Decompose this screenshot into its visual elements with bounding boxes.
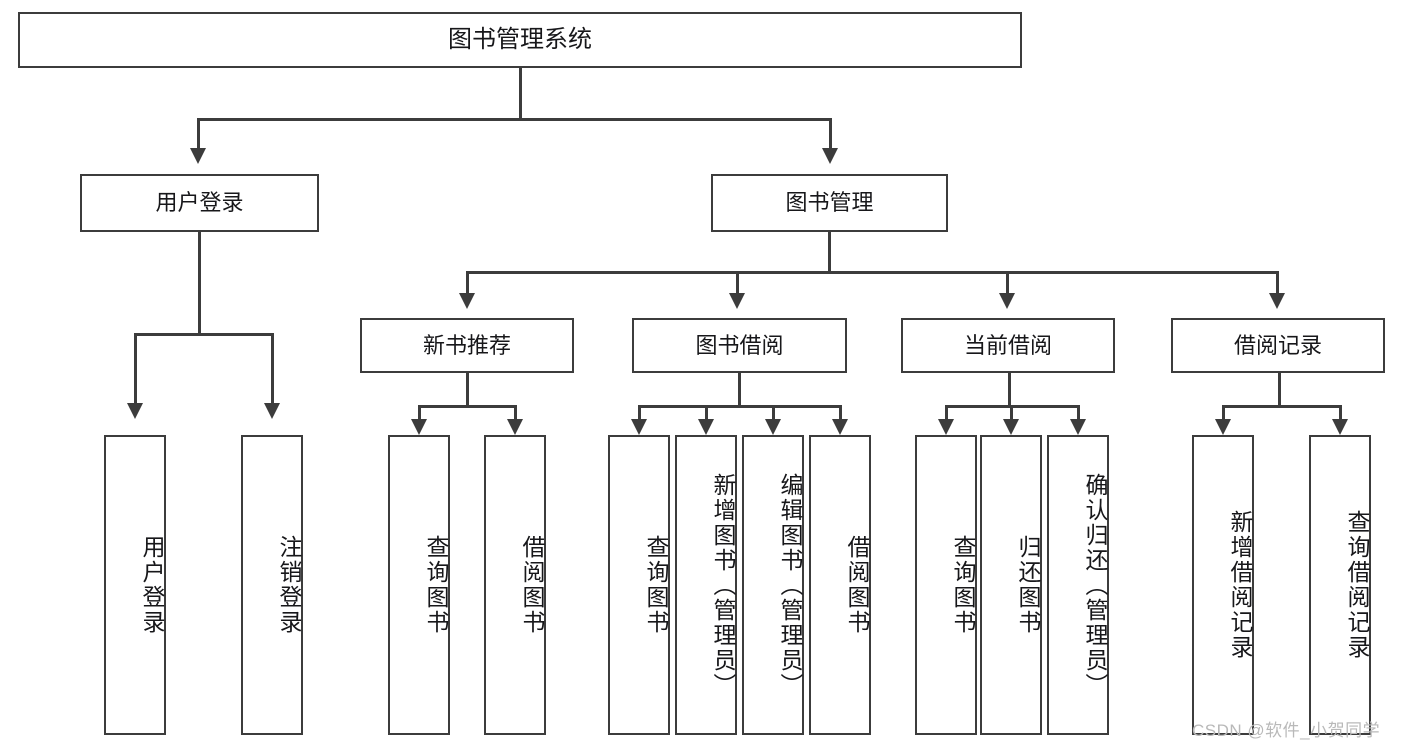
connector-borrow-stem: [738, 373, 741, 407]
arrowhead-root-to-book: [822, 148, 838, 164]
arrowhead-borrow-leaf-1: [631, 419, 647, 435]
node-label: 图书管理: [785, 190, 874, 216]
connector-current-leaf-3: [1077, 405, 1080, 423]
node-label: 新书推荐: [422, 332, 511, 358]
connector-book-to-newbook: [466, 271, 469, 295]
arrowhead-record-leaf-2: [1332, 419, 1348, 435]
leaf-borrow-book-borrow[interactable]: 借阅图书: [809, 435, 871, 735]
arrowhead-borrow-leaf-2: [698, 419, 714, 435]
node-label: 注销登录: [276, 535, 302, 635]
node-label: 图书管理系统: [448, 26, 592, 53]
connector-record-bar: [1222, 405, 1341, 408]
connector-borrow-leaf-2: [705, 405, 708, 423]
node-label: 新增图书（管理员）: [710, 472, 736, 698]
leaf-query-book-newbook[interactable]: 查询图书: [388, 435, 450, 735]
leaf-return-book[interactable]: 归还图书: [980, 435, 1042, 735]
node-label: 查询借阅记录: [1344, 510, 1370, 660]
connector-root-to-book: [829, 118, 832, 150]
connector-borrow-leaf-4: [839, 405, 842, 423]
node-label: 查询图书: [950, 535, 976, 635]
arrowhead-current-leaf-1: [938, 419, 954, 435]
connector-borrow-leaf-1: [638, 405, 641, 423]
leaf-query-book-borrow[interactable]: 查询图书: [608, 435, 670, 735]
node-label: 归还图书: [1015, 535, 1041, 635]
connector-borrow-leaf-3: [772, 405, 775, 423]
leaf-query-borrow-record[interactable]: 查询借阅记录: [1309, 435, 1371, 735]
node-label: 借阅记录: [1233, 332, 1322, 358]
connector-record-leaf-1: [1222, 405, 1225, 423]
leaf-logout[interactable]: 注销登录: [241, 435, 303, 735]
node-label: 新增借阅记录: [1227, 510, 1253, 660]
arrowhead-record-leaf-1: [1215, 419, 1231, 435]
connector-book-bar: [466, 271, 1278, 274]
node-label: 借阅图书: [519, 535, 545, 635]
arrowhead-current-leaf-3: [1070, 419, 1086, 435]
arrowhead-current-leaf-2: [1003, 419, 1019, 435]
connector-record-leaf-2: [1339, 405, 1342, 423]
node-book-management[interactable]: 图书管理: [711, 174, 948, 232]
connector-root-to-user: [197, 118, 200, 150]
connector-current-leaf-1: [945, 405, 948, 423]
connector-newbook-bar: [418, 405, 516, 408]
node-root-system[interactable]: 图书管理系统: [18, 12, 1022, 68]
node-user-login[interactable]: 用户登录: [80, 174, 319, 232]
node-label: 确认归还（管理员）: [1082, 472, 1108, 698]
arrowhead-user-leaf-1: [127, 403, 143, 419]
connector-user-bar: [134, 333, 273, 336]
leaf-query-book-current[interactable]: 查询图书: [915, 435, 977, 735]
connector-root-stem: [519, 68, 522, 120]
arrowhead-root-to-user: [190, 148, 206, 164]
node-current-borrow[interactable]: 当前借阅: [901, 318, 1115, 373]
node-label: 查询图书: [423, 535, 449, 635]
arrowhead-book-newbook: [459, 293, 475, 309]
connector-user-to-leaf-1: [134, 333, 137, 405]
arrowhead-newbook-leaf-2: [507, 419, 523, 435]
arrowhead-newbook-leaf-1: [411, 419, 427, 435]
connector-root-bar: [197, 118, 832, 121]
leaf-user-login[interactable]: 用户登录: [104, 435, 166, 735]
arrowhead-borrow-leaf-3: [765, 419, 781, 435]
connector-newbook-leaf-1: [418, 405, 421, 423]
connector-newbook-stem: [466, 373, 469, 407]
arrowhead-book-record: [1269, 293, 1285, 309]
node-label: 图书借阅: [695, 332, 784, 358]
connector-record-stem: [1278, 373, 1281, 407]
connector-newbook-leaf-2: [514, 405, 517, 423]
connector-borrow-bar: [638, 405, 840, 408]
arrowhead-book-borrow: [729, 293, 745, 309]
leaf-edit-book-admin[interactable]: 编辑图书（管理员）: [742, 435, 804, 735]
arrowhead-book-current: [999, 293, 1015, 309]
connector-book-to-borrow: [736, 271, 739, 295]
connector-current-leaf-2: [1010, 405, 1013, 423]
connector-user-to-leaf-2: [271, 333, 274, 405]
node-book-borrow[interactable]: 图书借阅: [632, 318, 847, 373]
connector-book-to-current: [1006, 271, 1009, 295]
connector-book-to-record: [1276, 271, 1279, 295]
node-label: 当前借阅: [963, 332, 1052, 358]
node-new-book-recommend[interactable]: 新书推荐: [360, 318, 574, 373]
node-borrow-record[interactable]: 借阅记录: [1171, 318, 1385, 373]
node-label: 用户登录: [139, 535, 165, 635]
arrowhead-borrow-leaf-4: [832, 419, 848, 435]
leaf-add-borrow-record[interactable]: 新增借阅记录: [1192, 435, 1254, 735]
leaf-confirm-return-admin[interactable]: 确认归还（管理员）: [1047, 435, 1109, 735]
node-label: 用户登录: [155, 190, 244, 216]
leaf-add-book-admin[interactable]: 新增图书（管理员）: [675, 435, 737, 735]
leaf-borrow-book-newbook[interactable]: 借阅图书: [484, 435, 546, 735]
connector-user-stem: [198, 232, 201, 335]
node-label: 编辑图书（管理员）: [777, 472, 803, 698]
connector-current-stem: [1008, 373, 1011, 407]
arrowhead-user-leaf-2: [264, 403, 280, 419]
connector-book-stem: [828, 232, 831, 273]
node-label: 借阅图书: [844, 535, 870, 635]
node-label: 查询图书: [643, 535, 669, 635]
